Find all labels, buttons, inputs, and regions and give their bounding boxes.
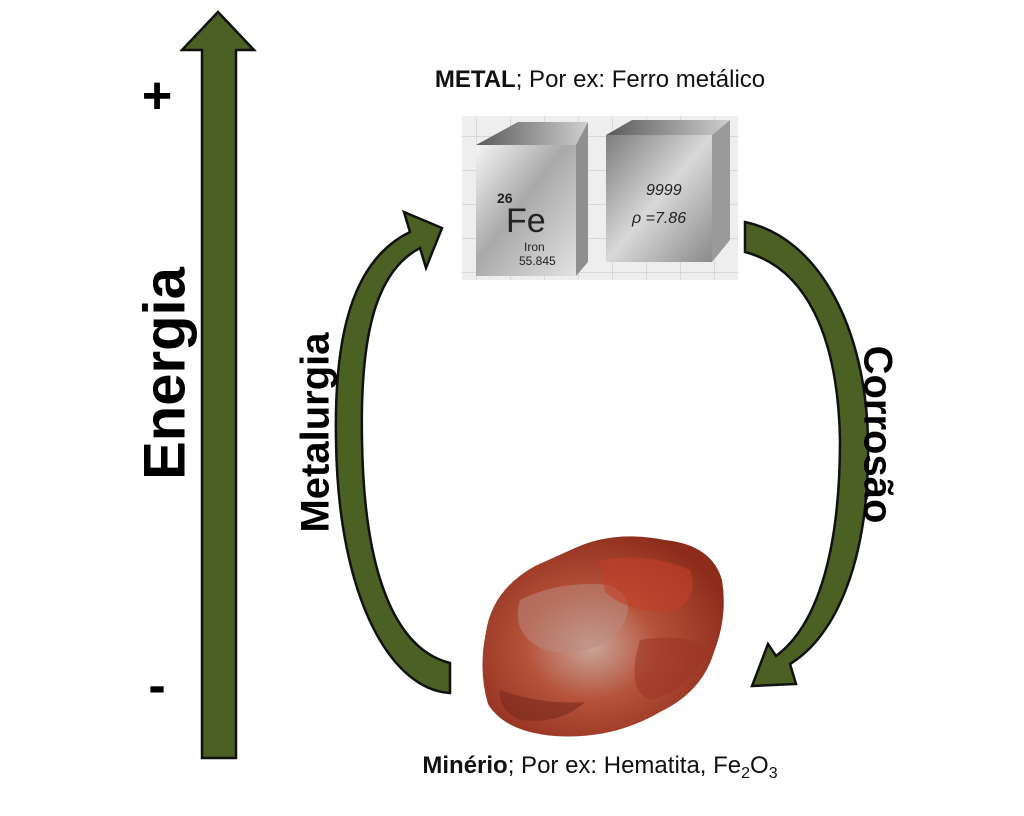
- hematite-photo: [482, 536, 724, 737]
- energy-plus-sign: +: [141, 67, 173, 125]
- ore-label: Minério; Por ex: Hematita, Fe2O3: [300, 752, 900, 782]
- energy-arrow: [179, 10, 257, 760]
- cube-purity: 9999: [646, 182, 682, 199]
- metal-label: METAL; Por ex: Ferro metálico: [300, 66, 900, 94]
- energy-minus-sign: -: [148, 657, 166, 715]
- metallurgy-label: Metalurgia: [293, 332, 338, 533]
- metal-label-rest: ; Por ex: Ferro metálico: [515, 66, 766, 93]
- cube-density: ρ =7.86: [632, 210, 687, 227]
- metallurgy-arrow: [334, 209, 452, 695]
- ore-label-sub-2: 2: [741, 765, 751, 782]
- cube-atomic-mass: 55.845: [519, 254, 556, 268]
- corrosion-label: Corrosão: [855, 345, 900, 524]
- ore-label-oxygen: O: [750, 752, 769, 779]
- ore-label-sub-3: 3: [768, 765, 778, 782]
- cube-element-name: Iron: [524, 240, 545, 254]
- cube-element-symbol: Fe: [506, 202, 546, 240]
- corrosion-arrow: [743, 220, 870, 688]
- cube-atomic-number: 26: [497, 190, 513, 206]
- metal-photo: [462, 116, 738, 280]
- energy-label: Energia: [132, 267, 198, 480]
- ore-label-bold: Minério: [422, 752, 508, 779]
- metal-label-bold: METAL: [434, 66, 516, 93]
- ore-label-rest: ; Por ex: Hematita, Fe: [507, 752, 742, 779]
